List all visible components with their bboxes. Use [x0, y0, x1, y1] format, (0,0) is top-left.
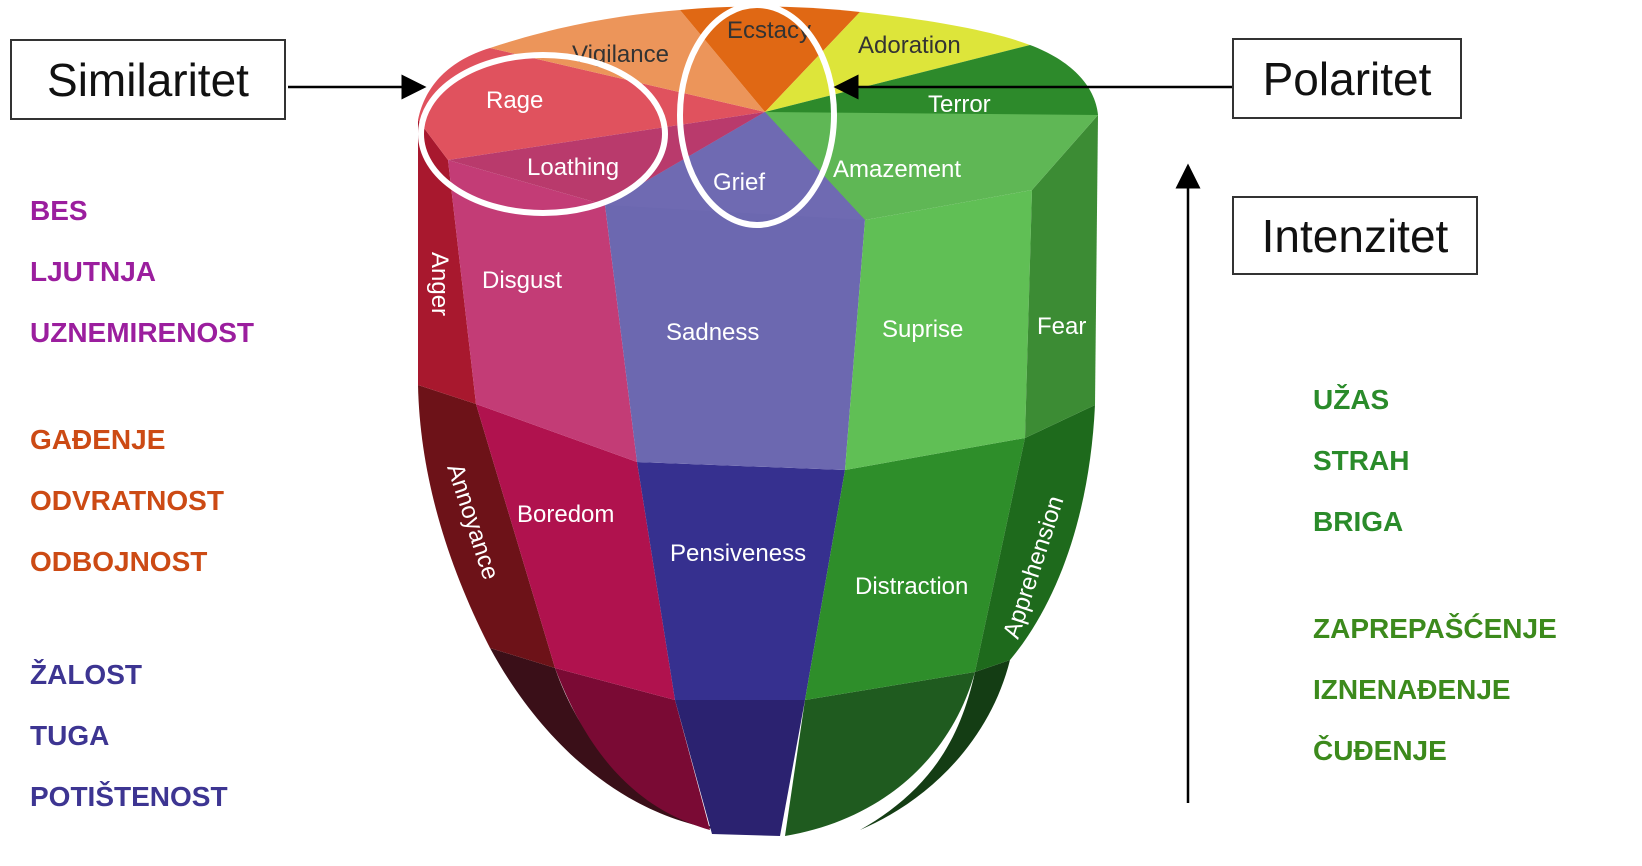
- loathing-segment: [448, 112, 765, 205]
- label-suprise: Suprise: [882, 316, 963, 343]
- label-disgust: Disgust: [482, 267, 562, 294]
- boredom-segment: [476, 404, 675, 700]
- bottom-sadness-segment: [675, 700, 805, 836]
- list-item: IZNENAĐENJE: [1313, 674, 1511, 705]
- pensiveness-segment: [637, 462, 845, 700]
- disgust-segment: [448, 160, 637, 462]
- label-anger: Anger: [426, 252, 453, 316]
- label-grief: Grief: [713, 169, 765, 196]
- anger-segment: [418, 120, 476, 404]
- rage-segment: [418, 48, 765, 160]
- list-item: UŽAS: [1313, 384, 1390, 415]
- label-rage: Rage: [486, 87, 543, 114]
- bottom-anger-segment: [490, 648, 720, 830]
- list-item: ODBOJNOST: [30, 546, 208, 577]
- list-item: BES: [30, 195, 88, 226]
- similarity-label: Similaritet: [10, 39, 286, 120]
- label-sadness: Sadness: [666, 319, 759, 346]
- label-terror: Terror: [928, 91, 991, 118]
- similarity-ellipse: [418, 52, 668, 216]
- list-item: ZAPREPAŠĆENJE: [1313, 613, 1557, 644]
- list-item: BRIGA: [1313, 506, 1404, 537]
- distraction-segment: [805, 438, 1025, 700]
- ecstacy-segment: [680, 6, 860, 112]
- bottom-disgust-segment: [555, 668, 710, 830]
- sadness-word-list: ŽALOST TUGA POTIŠTENOST: [30, 659, 228, 842]
- amazement-segment: [765, 112, 1098, 220]
- list-item: TUGA: [30, 720, 110, 751]
- intensity-label: Intenzitet: [1232, 196, 1478, 275]
- fear-word-list: UŽAS STRAH BRIGA: [1313, 384, 1409, 567]
- annoyance-segment: [418, 385, 555, 668]
- list-item: POTIŠTENOST: [30, 781, 228, 812]
- label-boredom: Boredom: [517, 501, 614, 528]
- anger-word-list: BES LJUTNJA UZNEMIRENOST: [30, 195, 254, 378]
- polarity-ellipse: [677, 2, 837, 228]
- list-item: LJUTNJA: [30, 256, 157, 287]
- grief-segment: [605, 112, 865, 220]
- disgust-word-list: GAĐENJE ODVRATNOST ODBOJNOST: [30, 424, 224, 607]
- label-fear: Fear: [1037, 313, 1086, 340]
- list-item: GAĐENJE: [30, 424, 166, 455]
- label-vigilance: Vigilance: [572, 41, 669, 68]
- list-item: STRAH: [1313, 445, 1410, 476]
- list-item: UZNEMIRENOST: [30, 317, 254, 348]
- bottom-surprise-segment: [785, 672, 975, 836]
- label-adoration: Adoration: [858, 32, 961, 59]
- list-item: ŽALOST: [30, 659, 142, 690]
- bottom-fear-segment: [860, 660, 1010, 830]
- polarity-label: Polaritet: [1232, 38, 1462, 119]
- list-item: ČUĐENJE: [1313, 735, 1447, 766]
- apprehension-segment: [975, 405, 1095, 672]
- label-loathing: Loathing: [527, 154, 619, 181]
- label-pensiveness: Pensiveness: [670, 540, 806, 567]
- list-item: ODVRATNOST: [30, 485, 224, 516]
- label-amazement: Amazement: [833, 156, 961, 183]
- surprise-word-list: ZAPREPAŠĆENJE IZNENAĐENJE ČUĐENJE: [1313, 613, 1557, 796]
- label-distraction: Distraction: [855, 573, 968, 600]
- vigilance-segment: [490, 10, 765, 112]
- surprise-segment: [845, 190, 1032, 470]
- fear-segment: [1025, 115, 1098, 438]
